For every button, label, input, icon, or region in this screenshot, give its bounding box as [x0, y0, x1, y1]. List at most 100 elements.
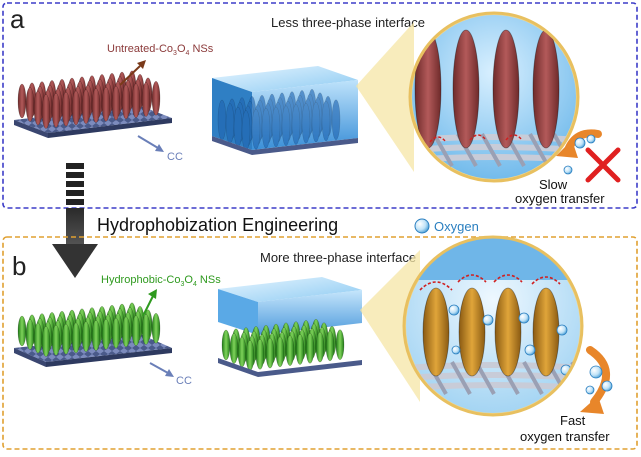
cc-label-b: CC — [176, 375, 192, 387]
nanosheet — [91, 320, 101, 351]
nanosheet — [291, 104, 301, 145]
panel-a: a Less three-phase interface Untreated-C… — [2, 2, 638, 209]
nanosheet — [422, 287, 450, 377]
cc-label-a: CC — [167, 151, 183, 163]
nanosheet — [111, 317, 121, 349]
oxygen-legend-icon — [414, 218, 430, 234]
zoom-circle-b — [402, 235, 584, 417]
nanosheet — [81, 321, 91, 352]
nanosheet — [251, 109, 261, 150]
nanosheet — [121, 84, 131, 120]
nanosheet — [61, 323, 71, 355]
nanosheet — [121, 316, 131, 348]
oxygen-bubble-icon — [586, 134, 596, 144]
oxygen-bubble-icon — [518, 312, 530, 324]
slow-transfer-line1: Slow — [539, 177, 568, 192]
nanosheet — [217, 99, 227, 141]
nanosheet — [131, 83, 141, 118]
untreated-nanosheet-array — [14, 70, 172, 138]
nanosheet — [311, 101, 321, 143]
nanosheet — [151, 81, 161, 116]
nanosheet — [91, 88, 101, 123]
cc-label-arrow-a — [137, 135, 159, 149]
cc-fiber — [522, 361, 544, 395]
zoom-cone-b — [360, 250, 420, 402]
untreated-nanosheet-label: Untreated-Co3O4 NSs — [107, 43, 214, 57]
nanosheet — [265, 337, 275, 369]
nanosheet — [285, 335, 295, 366]
nanosheet — [452, 29, 480, 149]
nanosheet — [237, 336, 247, 368]
oxygen-bubble-icon — [585, 385, 595, 395]
nanosheet — [458, 287, 486, 377]
fast-transfer-line1: Fast — [560, 413, 586, 428]
oxygen-bubble-icon — [482, 314, 494, 326]
panel-b: b More three-phase interface Hydrophobic… — [2, 235, 638, 450]
process-title: Hydrophobization Engineering — [97, 215, 338, 235]
nanosheet — [321, 100, 331, 142]
panel-a-border — [2, 2, 638, 209]
nanosheet — [301, 103, 311, 144]
untreated-label-arrow — [119, 65, 141, 86]
three-phase-interface-b — [419, 274, 561, 291]
nanosheet — [101, 87, 111, 122]
down-arrow-icon — [52, 244, 98, 278]
nanosheet — [261, 107, 271, 149]
hydrophobic-nanosheet-label: Hydrophobic-Co3O4 NSs — [101, 274, 221, 288]
nanosheet — [71, 90, 81, 126]
curved-arrow-icon — [586, 346, 611, 406]
nanosheet — [255, 339, 265, 370]
nanosheet — [17, 83, 27, 119]
panel-a-letter: a — [10, 4, 25, 34]
slow-transfer-line2: oxygen transfer — [515, 191, 605, 206]
panel-b-caption: More three-phase interface — [260, 250, 416, 265]
oxygen-bubble-icon — [451, 345, 461, 355]
nanosheet — [141, 82, 151, 117]
nanosheet — [331, 99, 341, 140]
oxygen-bubble-icon — [574, 137, 586, 149]
cc-fiber — [528, 133, 550, 167]
nanosheet — [275, 336, 285, 368]
nanosheet — [532, 29, 560, 149]
nanosheet — [245, 340, 255, 371]
nanosheet — [25, 87, 35, 122]
slow-transfer-indicator — [556, 129, 621, 183]
cc-substrate — [14, 105, 172, 133]
cc-fiber — [480, 133, 502, 167]
oxygen-bubble-icon — [589, 365, 603, 379]
nanosheet — [111, 85, 121, 121]
process-arrow — [52, 163, 98, 278]
nanosheet — [335, 329, 345, 360]
nanosheet — [271, 106, 281, 148]
panel-b-letter: b — [12, 251, 26, 281]
cc-fiber — [411, 144, 577, 153]
nanosheet — [81, 89, 91, 124]
nanosheet — [305, 333, 315, 364]
nanosheet — [492, 29, 520, 149]
nanosheet — [41, 94, 51, 129]
nanosheet — [225, 103, 235, 144]
water-block-b — [218, 277, 362, 377]
nanosheet — [221, 329, 231, 361]
oxygen-bubble-icon — [556, 324, 568, 336]
nanosheet — [315, 331, 325, 363]
panel-a-caption: Less three-phase interface — [271, 15, 425, 30]
cross-icon — [585, 147, 621, 183]
fast-transfer-indicator — [580, 346, 613, 414]
nanosheet — [41, 326, 51, 357]
nanosheet — [325, 330, 335, 362]
zoom-cone-a — [356, 22, 414, 172]
cc-substrate — [14, 334, 172, 362]
cc-fiber — [432, 133, 454, 167]
nanosheet — [61, 91, 71, 127]
nanosheet — [141, 314, 151, 345]
cc-fiber — [450, 361, 472, 395]
three-phase-interface-a — [429, 134, 523, 143]
fast-transfer-line2: oxygen transfer — [520, 429, 610, 444]
nanosheet — [71, 322, 81, 354]
nanosheet — [51, 325, 61, 356]
nanosheet — [33, 90, 43, 126]
cc-fiber — [405, 372, 581, 381]
oxygen-bubble-icon — [601, 380, 613, 392]
